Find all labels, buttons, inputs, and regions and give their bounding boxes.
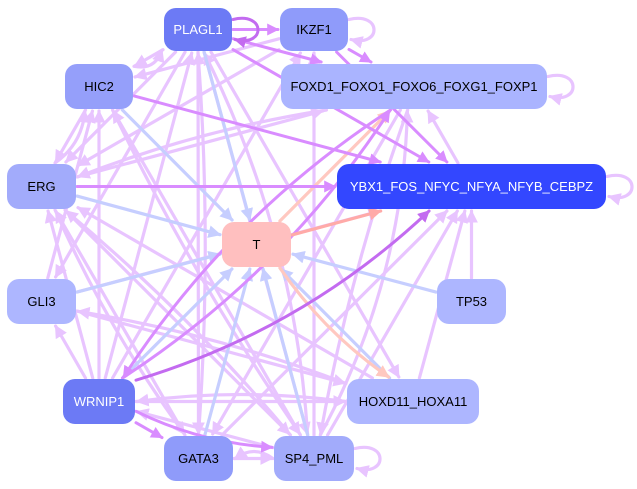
node-gata3-label: GATA3 bbox=[178, 451, 219, 466]
edge-t-to-hoxd11 bbox=[278, 266, 391, 379]
edge-plagl1-to-t bbox=[202, 50, 253, 222]
node-foxd1-box bbox=[281, 64, 547, 109]
node-sp4-box bbox=[274, 436, 354, 481]
node-hic2-box bbox=[65, 64, 133, 109]
edge-gata3-to-erg bbox=[54, 209, 187, 437]
edge-hic2-to-t bbox=[120, 108, 234, 222]
node-wrnip1-box bbox=[63, 379, 135, 424]
node-foxd1-label: FOXD1_FOXO1_FOXO6_FOXG1_FOXP1 bbox=[290, 79, 537, 94]
node-wrnip1-label: WRNIP1 bbox=[74, 394, 125, 409]
edge-hic2-to-ybx1 bbox=[132, 94, 382, 165]
node-plagl1[interactable]: PLAGL1 bbox=[164, 8, 232, 51]
edge-sp4-to-sp4 bbox=[353, 445, 382, 478]
node-hic2[interactable]: HIC2 bbox=[65, 64, 133, 109]
edge-wrnip1-to-t bbox=[120, 267, 234, 380]
edge-ybx1-to-foxd1 bbox=[426, 109, 460, 165]
edge-sp4-to-ybx1 bbox=[326, 209, 459, 437]
node-t-label: T bbox=[253, 237, 261, 252]
node-gli3-box bbox=[7, 279, 76, 324]
edge-plagl1-to-plagl1 bbox=[231, 16, 260, 48]
node-erg-label: ERG bbox=[27, 179, 55, 194]
node-gli3-label: GLI3 bbox=[27, 294, 55, 309]
edge-erg-to-t bbox=[75, 194, 222, 238]
edge-hoxd11-to-erg bbox=[76, 206, 374, 380]
node-ikzf1-label: IKZF1 bbox=[296, 22, 331, 37]
node-ybx1-box bbox=[337, 164, 606, 209]
edge-ikzf1-to-foxd1 bbox=[347, 47, 373, 64]
edge-wrnip1-to-gli3 bbox=[53, 324, 88, 380]
edge-tp53-to-t bbox=[291, 250, 438, 294]
node-sp4-pml[interactable]: SP4_PML bbox=[274, 436, 354, 481]
node-gata3-box bbox=[164, 436, 233, 481]
node-sp4-label: SP4_PML bbox=[285, 451, 344, 466]
node-ybx1-fos-nfyc-nfya-nfyb-cebpz[interactable]: YBX1_FOS_NFYC_NFYA_NFYB_CEBPZ bbox=[337, 164, 606, 209]
node-tp53-box bbox=[437, 279, 506, 324]
edge-foxd1-to-gata3 bbox=[211, 108, 402, 436]
edge-sp4-to-t bbox=[259, 267, 310, 437]
node-hic2-label: HIC2 bbox=[84, 79, 114, 94]
node-hoxd11-hoxa11[interactable]: HOXD11_HOXA11 bbox=[347, 379, 479, 424]
node-hoxd11-label: HOXD11_HOXA11 bbox=[359, 394, 468, 409]
edge-wrnip1-to-gata3 bbox=[134, 421, 164, 440]
edge-hoxd11-to-gli3 bbox=[76, 306, 348, 386]
node-gli3[interactable]: GLI3 bbox=[7, 279, 76, 324]
node-ybx1-label: YBX1_FOS_NFYC_NFYA_NFYB_CEBPZ bbox=[350, 179, 593, 194]
nodes-layer: PLAGL1 IKZF1 HIC2 FOXD1_FOXO1_FOXO6_FOXG… bbox=[7, 8, 606, 481]
edge-erg-to-gata3 bbox=[53, 208, 186, 436]
edge-foxd1-to-erg bbox=[76, 108, 329, 179]
edge-hic2-to-plagl1 bbox=[132, 48, 165, 69]
edge-t-to-foxd1 bbox=[278, 109, 392, 223]
edge-gata3-to-t bbox=[203, 267, 254, 437]
node-hoxd11-box bbox=[347, 379, 479, 424]
edge-plagl1-to-hoxd11 bbox=[209, 50, 401, 379]
node-t[interactable]: T bbox=[222, 222, 291, 267]
edge-gli3-to-t bbox=[75, 250, 222, 294]
edge-hoxd11-to-wrnip1 bbox=[135, 392, 348, 407]
node-foxd1-foxo1-foxo6-foxg1-foxp1[interactable]: FOXD1_FOXO1_FOXO6_FOXG1_FOXP1 bbox=[281, 64, 547, 109]
node-plagl1-label: PLAGL1 bbox=[173, 22, 222, 37]
node-erg-box bbox=[7, 164, 76, 209]
node-t-box bbox=[222, 222, 291, 267]
edge-ybx1-to-ybx1 bbox=[605, 173, 634, 206]
edge-erg-to-foxd1 bbox=[75, 107, 325, 179]
node-gata3[interactable]: GATA3 bbox=[164, 436, 233, 481]
node-tp53-label: TP53 bbox=[456, 294, 487, 309]
node-plagl1-box bbox=[164, 8, 232, 51]
edge-foxd1-to-foxd1 bbox=[546, 73, 575, 106]
node-wrnip1[interactable]: WRNIP1 bbox=[63, 379, 135, 424]
node-erg[interactable]: ERG bbox=[7, 164, 76, 209]
node-tp53[interactable]: TP53 bbox=[437, 279, 506, 324]
edge-gata3-to-plagl1 bbox=[192, 51, 207, 437]
edge-wrnip1-to-ybx1 bbox=[134, 209, 431, 382]
node-ikzf1-box bbox=[280, 8, 348, 51]
edge-ikzf1-to-ikzf1 bbox=[347, 16, 376, 49]
node-ikzf1[interactable]: IKZF1 bbox=[280, 8, 348, 51]
edge-t-to-ybx1 bbox=[290, 207, 383, 237]
edge-sp4-to-gata3 bbox=[233, 446, 275, 461]
